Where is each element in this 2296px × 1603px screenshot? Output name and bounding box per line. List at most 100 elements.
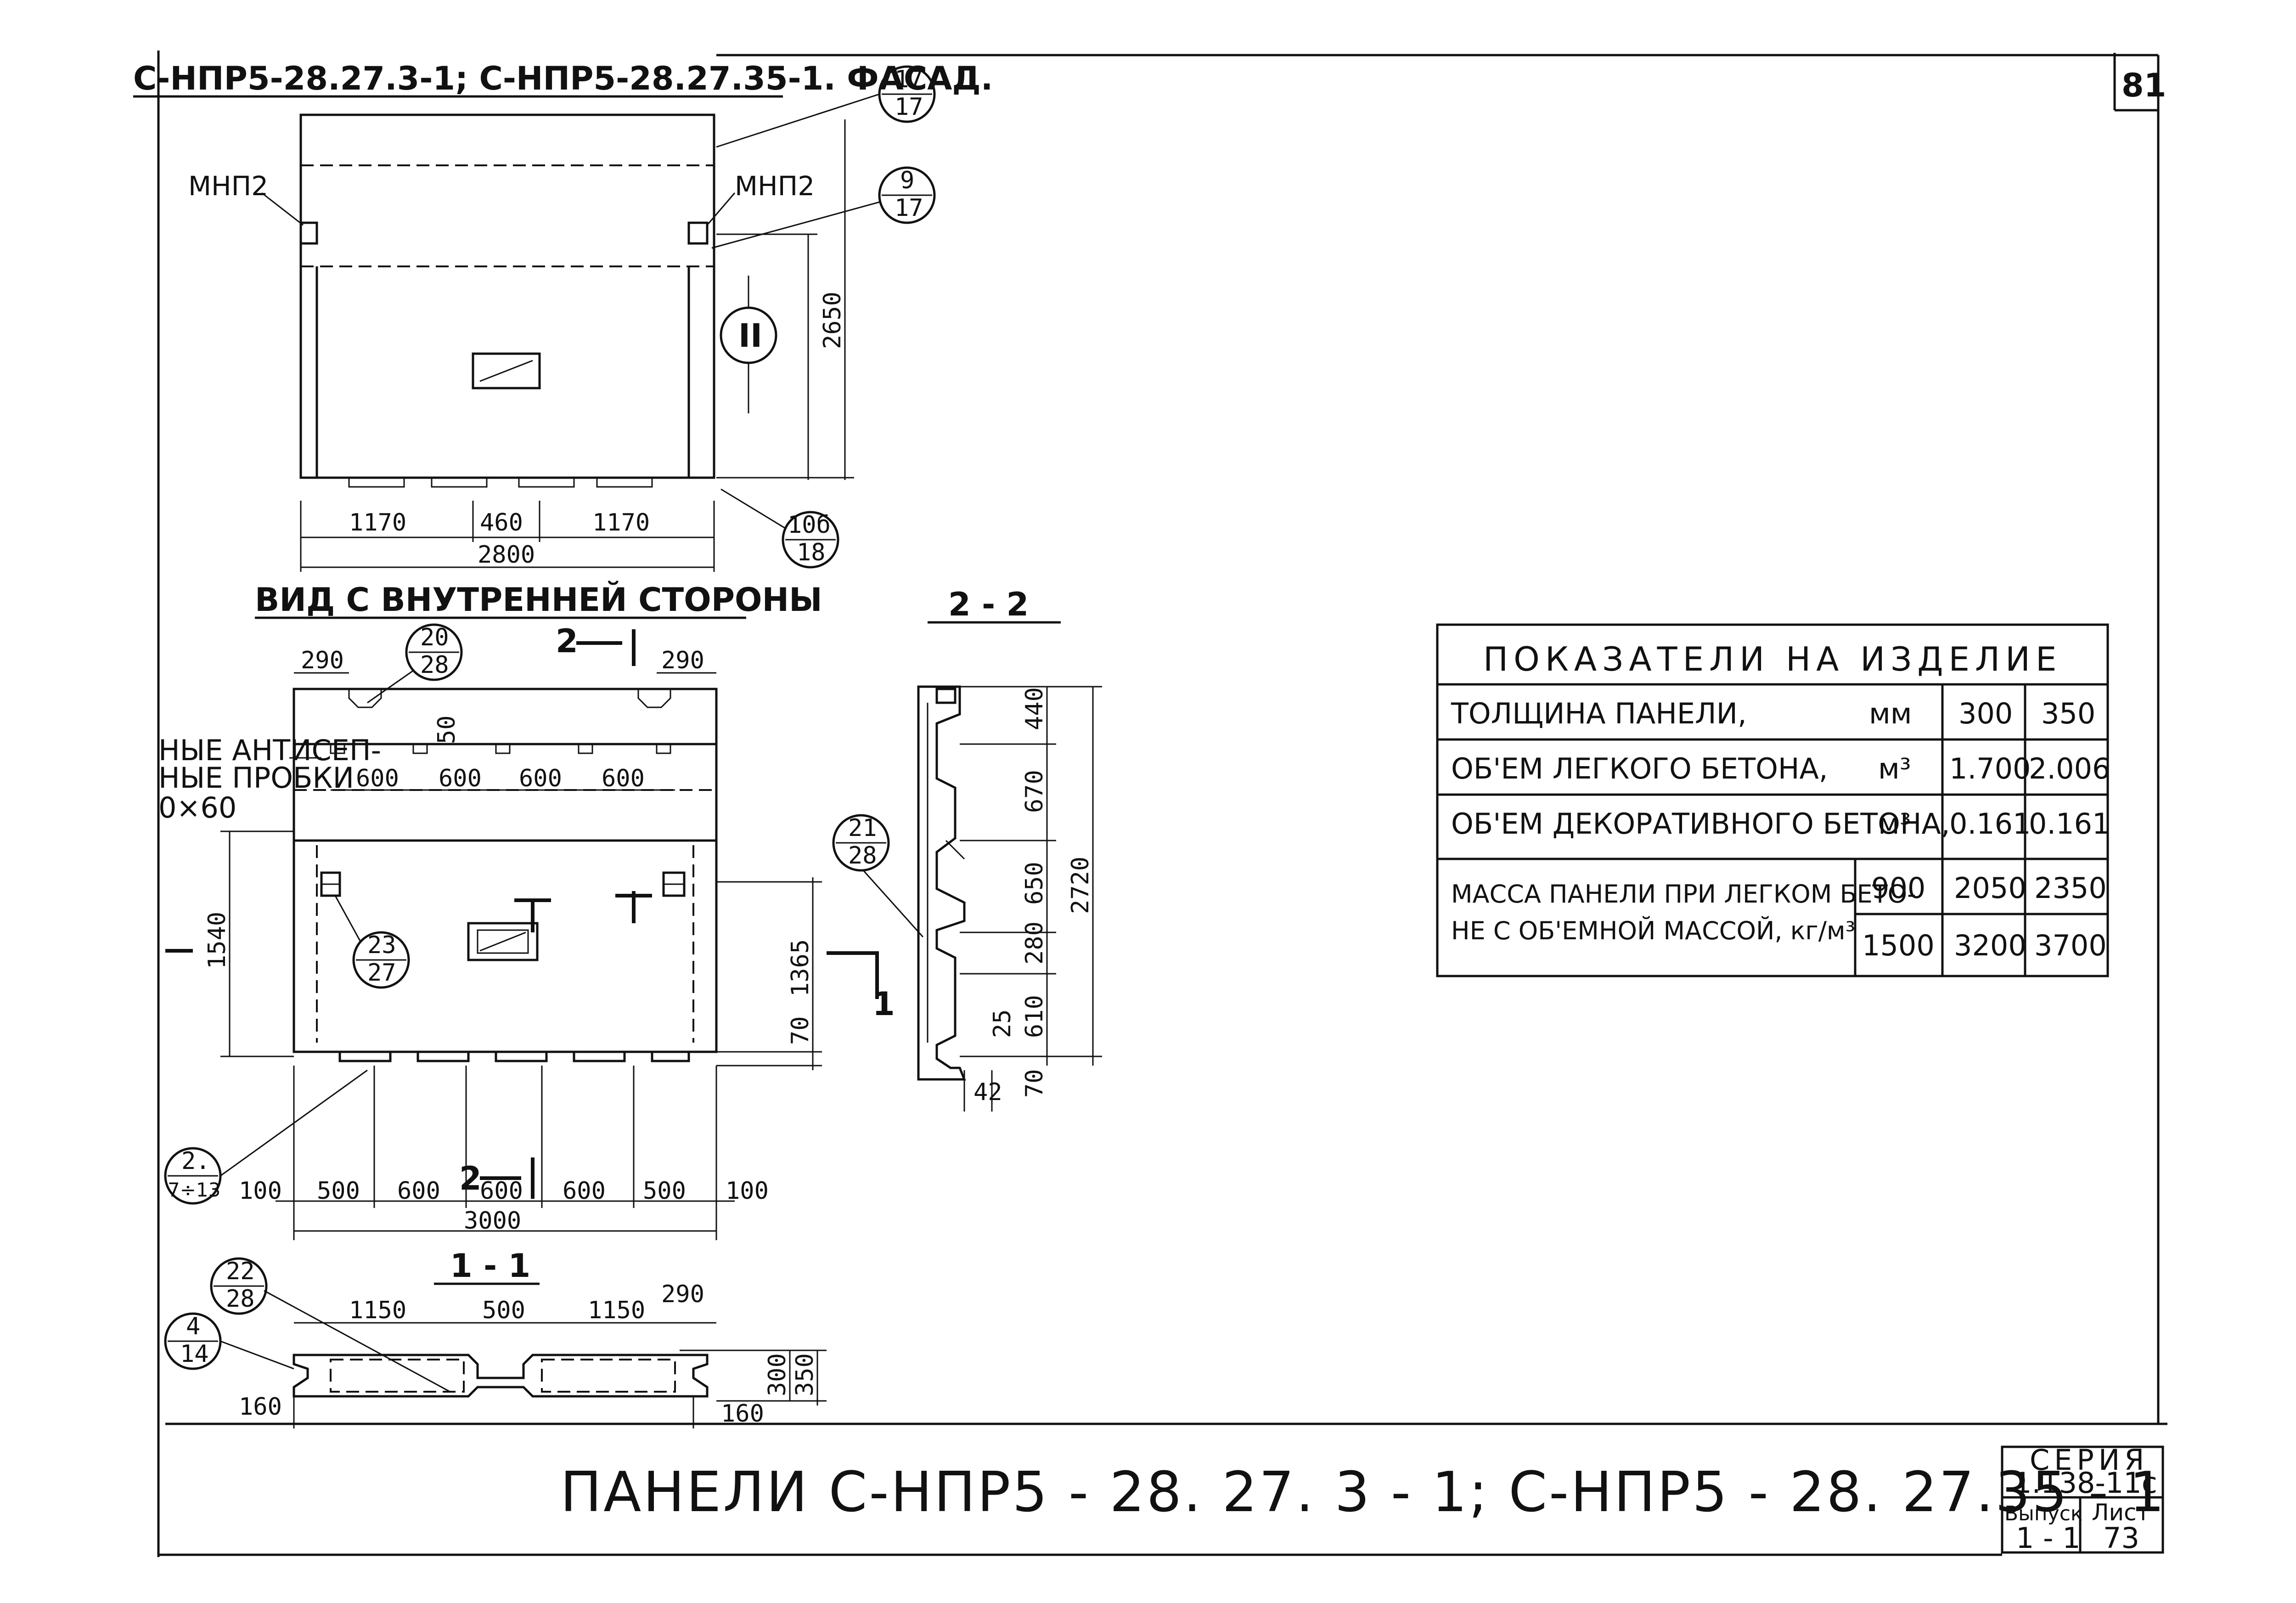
svg-text:28: 28 <box>226 1285 255 1313</box>
note-line-2: НЫЕ ПРОБКИ <box>158 761 354 795</box>
facade-view: 1170 460 1170 2800 2650 МНП2 МНП2 II 17 … <box>188 65 936 572</box>
facade-dim-1170-right: 1170 <box>592 509 650 536</box>
inner-dim-500-left: 500 <box>317 1177 360 1205</box>
heading-facade: С-НПР5-28.27.3-1; С-НПР5-28.27.35-1. ФАС… <box>133 60 993 97</box>
inner-dim-600-1: 600 <box>397 1177 440 1205</box>
stamp-issue-value: 1 - 1 <box>2016 1521 2081 1555</box>
stamp-sheet-value: 73 <box>2103 1521 2139 1555</box>
callout-10b-18: 10б 18 <box>720 488 839 569</box>
inner-dim-290-left: 290 <box>301 647 344 674</box>
label-mnp2-left: МНП2 <box>188 170 268 202</box>
svg-text:28: 28 <box>420 651 449 679</box>
s22-dim-440: 440 <box>1021 687 1048 730</box>
row-decor-concrete-v1: 0.161 <box>1949 807 2031 841</box>
svg-text:2.: 2. <box>181 1147 210 1175</box>
row-light-concrete-v1: 1.700 <box>1949 752 2031 785</box>
mass-density-900: 900 <box>1871 871 1925 905</box>
inner-dim-1365: 1365 <box>787 939 814 997</box>
svg-text:21: 21 <box>848 814 877 842</box>
inner-dim-290-right: 290 <box>661 647 704 674</box>
inner-dim-600-a: 600 <box>356 765 399 792</box>
svg-text:7÷13: 7÷13 <box>168 1179 220 1201</box>
svg-text:4: 4 <box>186 1313 200 1340</box>
mass-900-v2: 2350 <box>2034 871 2107 905</box>
heading-section-1-1: 1 - 1 <box>450 1247 530 1285</box>
inner-dim-1540: 1540 <box>203 912 231 969</box>
svg-text:28: 28 <box>848 842 877 869</box>
callout-21-28: 21 28 <box>832 814 924 938</box>
s11-dim-160-left: 160 <box>239 1393 282 1421</box>
s22-dim-610: 610 <box>1021 995 1048 1038</box>
note-line-3: 0×60 <box>158 791 236 824</box>
facade-dim-2800: 2800 <box>478 541 535 569</box>
s22-dim-70: 70 <box>1021 1069 1048 1098</box>
stamp-issue-label: Выпуск <box>2004 1502 2083 1525</box>
s11-dim-290: 290 <box>661 1281 704 1308</box>
row-decor-concrete-label: ОБ'ЕМ ДЕКОРАТИВНОГО БЕТОНА, <box>1451 807 1950 841</box>
section-1-1-view: 1150 500 1150 290 300 350 160 160 22 28 … <box>164 1257 827 1428</box>
mass-1500-v2: 3700 <box>2034 929 2107 962</box>
heading-section-2-2: 2 - 2 <box>948 586 1029 623</box>
s11-dim-350: 350 <box>791 1353 819 1396</box>
row-decor-concrete-unit: м³ <box>1878 807 1911 841</box>
svg-text:27: 27 <box>367 959 396 987</box>
callout-22-28: 22 28 <box>210 1257 450 1393</box>
s22-dim-42: 42 <box>974 1078 1002 1106</box>
callout-17-17: 17 17 <box>716 65 936 148</box>
inner-dim-70: 70 <box>787 1016 814 1045</box>
mass-1500-v1: 3200 <box>1954 929 2026 962</box>
marker-ii: II <box>738 317 762 355</box>
row-light-concrete-unit: м³ <box>1878 752 1911 785</box>
row-decor-concrete-v2: 0.161 <box>2029 807 2110 841</box>
row-thickness-label: ТОЛЩИНА ПАНЕЛИ, <box>1451 697 1747 730</box>
s11-dim-300: 300 <box>764 1353 791 1396</box>
s22-dim-2720: 2720 <box>1067 857 1094 914</box>
label-mnp2-right: МНП2 <box>735 170 815 202</box>
mass-density-1500: 1500 <box>1862 929 1935 962</box>
row-light-concrete-v2: 2.006 <box>2029 752 2110 785</box>
sheet-frame <box>157 51 2167 1557</box>
facade-dim-1170-left: 1170 <box>349 509 406 536</box>
inner-dim-600-d: 600 <box>602 765 645 792</box>
row-light-concrete-label: ОБ'ЕМ ЛЕГКОГО БЕТОНА, <box>1451 752 1828 785</box>
drawing-title: ПАНЕЛИ С-НПР5 - 28. 27. 3 - 1; С-НПР5 - … <box>560 1461 2167 1524</box>
mass-900-v1: 2050 <box>1954 871 2026 905</box>
callout-9-17: 9 17 <box>711 166 936 249</box>
svg-text:17: 17 <box>895 194 923 222</box>
s22-dim-25: 25 <box>989 1009 1016 1038</box>
s22-dim-280: 280 <box>1021 921 1048 965</box>
title-stamp: СЕРИЯ 1.138-11с Выпуск 1 - 1 Лист 73 <box>2001 1443 2164 1555</box>
mass-label-2: НЕ С ОБ'ЕМНОЙ МАССОЙ, кг/м³ <box>1451 916 1855 945</box>
mass-label-1: МАССА ПАНЕЛИ ПРИ ЛЕГКОМ БЕТО- <box>1451 880 1916 909</box>
cut-marker-2-top: 2 <box>556 622 578 660</box>
inner-dim-50: 50 <box>433 715 461 744</box>
inner-dim-600-c: 600 <box>519 765 562 792</box>
facade-dim-2650: 2650 <box>819 292 846 349</box>
sheet-number: 81 <box>2122 67 2166 104</box>
stamp-sheet-label: Лист <box>2092 1499 2150 1526</box>
inner-dim-600-2: 600 <box>480 1177 523 1205</box>
inner-dim-600-b: 600 <box>439 765 482 792</box>
s11-dim-160-right: 160 <box>721 1400 764 1428</box>
s11-dim-1150-right: 1150 <box>588 1297 645 1324</box>
row-thickness-v1: 300 <box>1958 697 2013 730</box>
svg-text:18: 18 <box>797 539 826 566</box>
section-2-2-view: 440 670 650 280 610 25 70 2720 42 21 28 <box>832 685 1102 1112</box>
svg-text:20: 20 <box>420 624 449 651</box>
svg-text:14: 14 <box>180 1340 209 1368</box>
callout-23-27: 23 27 <box>334 895 410 989</box>
s11-dim-500: 500 <box>482 1297 525 1324</box>
inner-dim-500-right: 500 <box>643 1177 686 1205</box>
callout-2-7-13: 2. 7÷13 <box>164 1069 368 1205</box>
row-thickness-unit: мм <box>1869 697 1912 730</box>
svg-text:10б: 10б <box>788 511 831 539</box>
table-header: ПОКАЗАТЕЛИ НА ИЗДЕЛИЕ <box>1483 640 2062 678</box>
inner-dim-100-left: 100 <box>239 1177 282 1205</box>
row-thickness-v2: 350 <box>2041 697 2095 730</box>
facade-dim-460: 460 <box>480 509 523 536</box>
s22-dim-670: 670 <box>1021 770 1048 813</box>
stamp-series-value: 1.138-11с <box>2014 1466 2157 1500</box>
note-line-1: НЫЕ АНТИСЕП- <box>158 734 381 767</box>
callout-20-28: 20 28 <box>367 623 463 704</box>
